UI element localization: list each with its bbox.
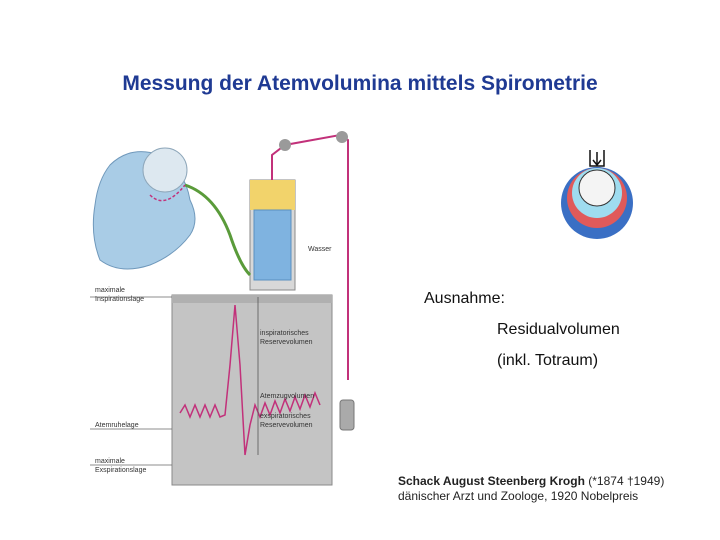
spirometer-diagram: Wasser maximale Inspirationslage Atemruh… — [90, 125, 355, 490]
exception-heading: Ausnahme: — [424, 290, 505, 308]
credit-name: Schack August Steenberg Krogh — [398, 474, 585, 488]
credit-block: Schack August Steenberg Krogh (*1874 †19… — [398, 474, 664, 504]
label-insp-reserve-1: inspiratorisches — [260, 330, 309, 337]
lung-volume-icon — [555, 148, 640, 243]
credit-dates: (*1874 †1949) — [588, 474, 664, 488]
label-rest-position: Atemruhelage — [95, 422, 139, 429]
label-max-exp-2: Exspirationslage — [95, 467, 146, 474]
label-tidal-volume: Atemzugvolumen — [260, 393, 314, 400]
page-title: Messung der Atemvolumina mittels Spirome… — [0, 72, 720, 96]
label-max-insp-2: Inspirationslage — [95, 296, 144, 303]
label-exp-reserve-1: exspiratorisches — [260, 413, 311, 420]
credit-line-1: Schack August Steenberg Krogh (*1874 †19… — [398, 474, 664, 489]
label-max-insp-1: maximale — [95, 287, 125, 294]
label-exp-reserve-2: Reservevolumen — [260, 422, 313, 429]
label-water: Wasser — [308, 246, 332, 253]
label-insp-reserve-2: Reservevolumen — [260, 339, 313, 346]
credit-description: dänischer Arzt und Zoologe, 1920 Nobelpr… — [398, 489, 664, 504]
label-max-exp-1: maximale — [95, 458, 125, 465]
exception-note: (inkl. Totraum) — [497, 352, 598, 370]
exception-item: Residualvolumen — [497, 321, 620, 339]
